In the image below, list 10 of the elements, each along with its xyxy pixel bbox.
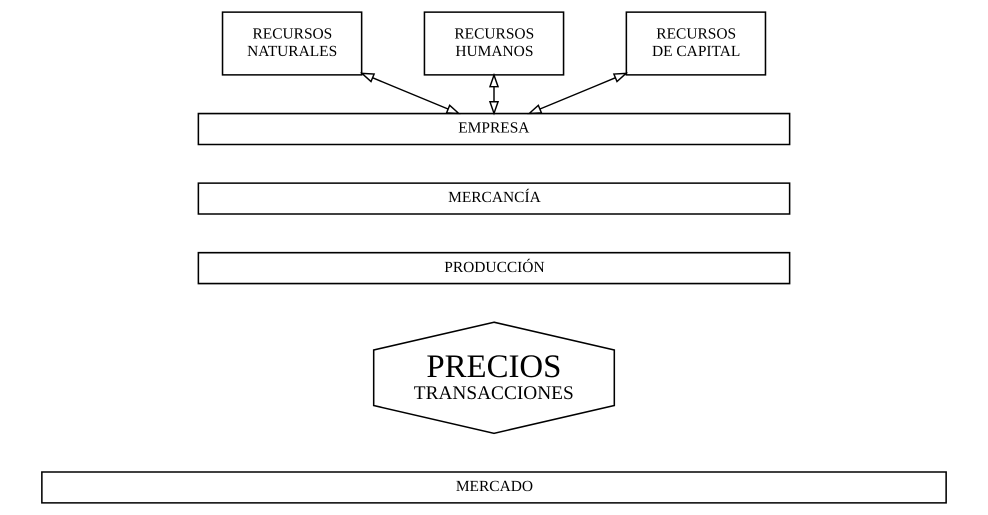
node-box: EMPRESA [198, 112, 790, 146]
node-box: PRODUCCIÓN [198, 252, 790, 284]
node-box: RECURSOS DE CAPITAL [626, 11, 766, 76]
arrow [360, 72, 461, 114]
node-box: MERCADO [41, 471, 947, 504]
arrow [488, 72, 500, 116]
node-box: MERCANCÍA [198, 182, 790, 215]
node-box: RECURSOS HUMANOS [424, 11, 564, 76]
arrow [527, 72, 628, 114]
node-box: RECURSOS NATURALES [222, 11, 362, 76]
